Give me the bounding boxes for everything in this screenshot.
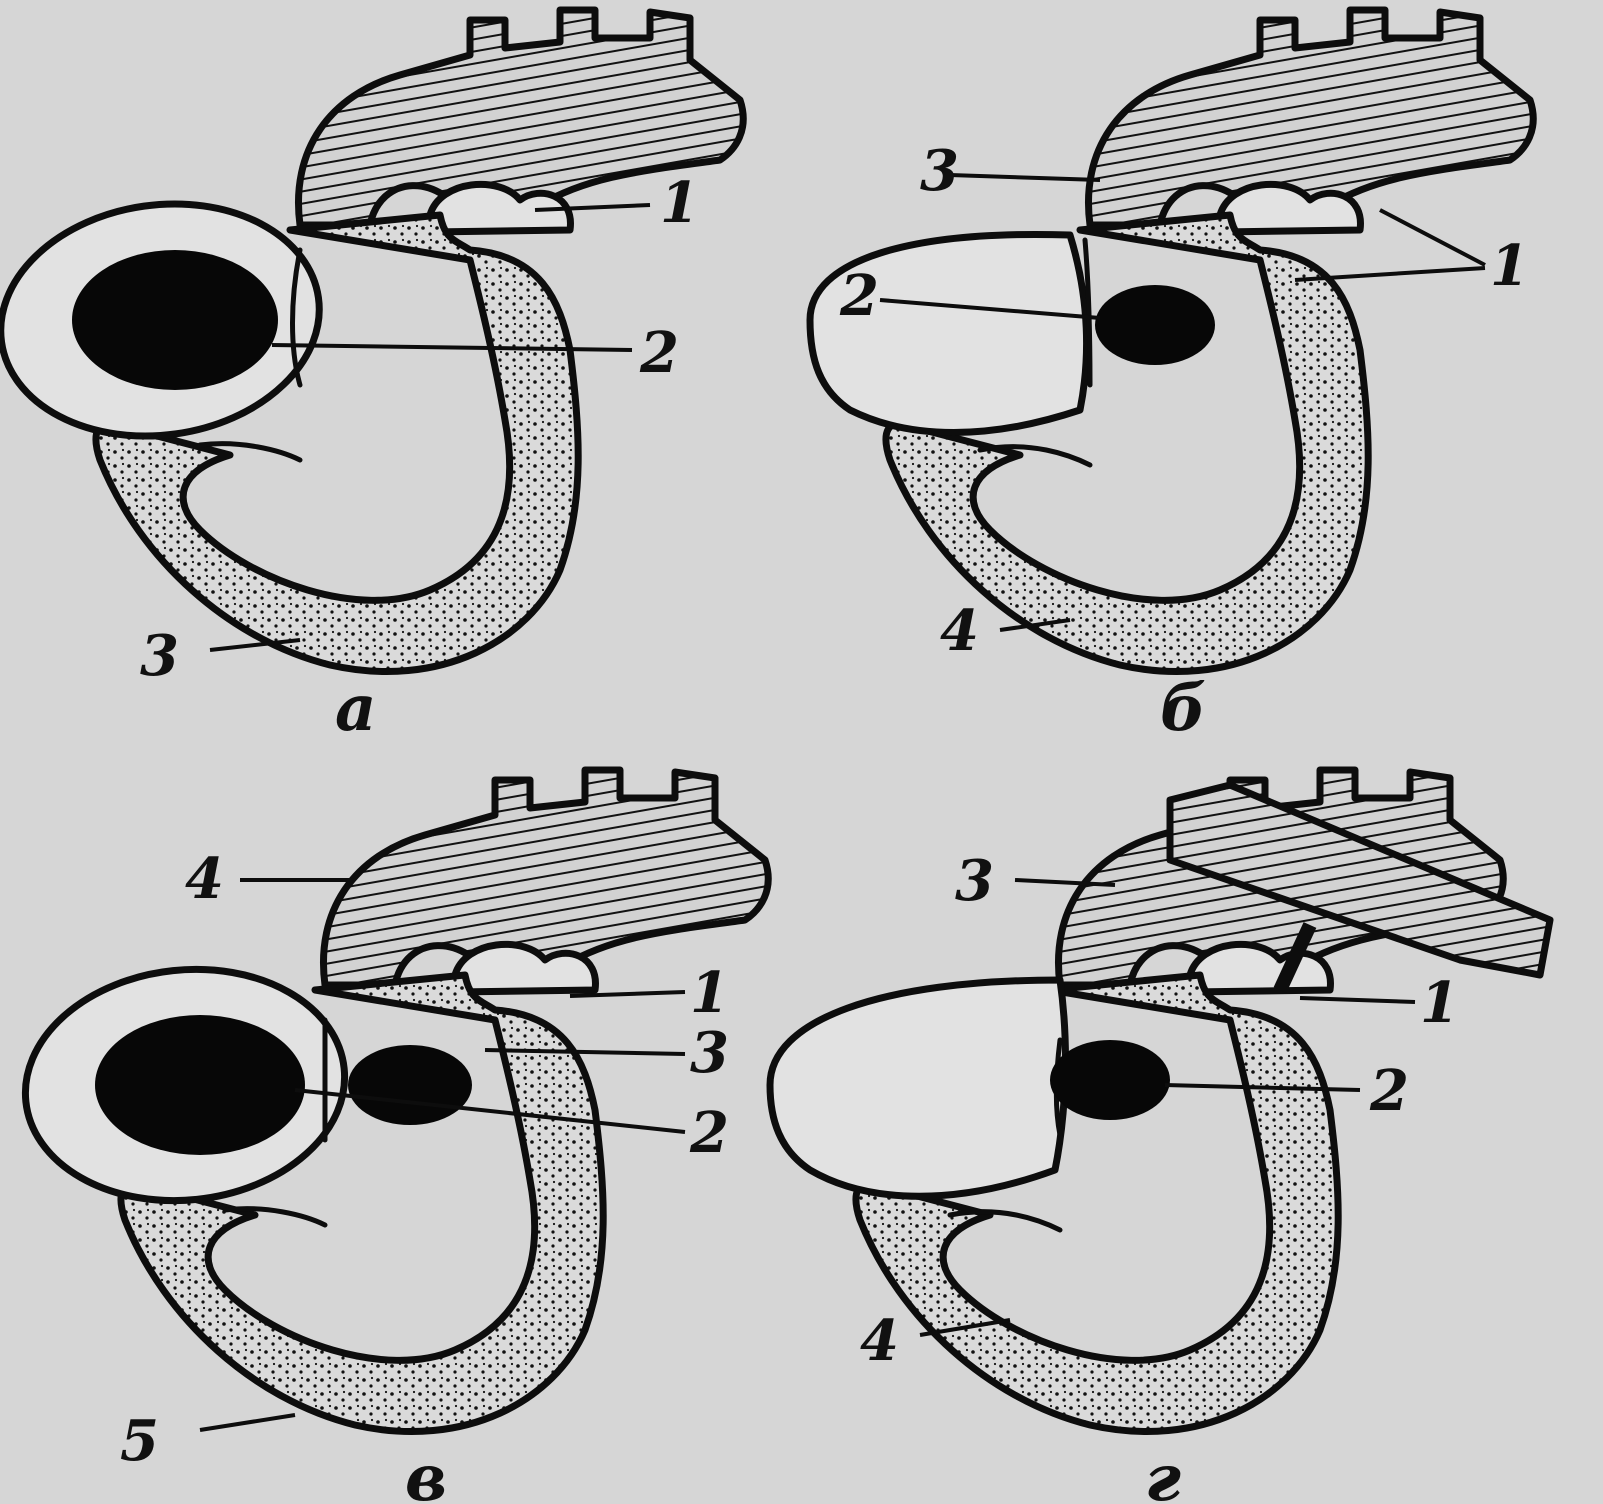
- septal-defect-a: [72, 250, 278, 390]
- label-d-3: 3: [955, 848, 994, 914]
- label-b-3: 3: [920, 138, 959, 204]
- label-b-4: 4: [940, 598, 979, 664]
- label-d-4: 4: [860, 1308, 899, 1374]
- label-c-4: 4: [185, 846, 224, 912]
- label-c-2: 2: [689, 1100, 729, 1166]
- panel-a: 1 2 3 а: [0, 10, 743, 746]
- panel-b: 3 1 2 4 б: [810, 10, 1533, 746]
- septal-defect-d: [1050, 1040, 1170, 1120]
- caption-d: г: [1145, 1441, 1181, 1504]
- panel-c: 4 1 3 2 5 в: [14, 770, 768, 1504]
- caption-a: а: [335, 671, 376, 746]
- septal-defect-c-ventricular: [348, 1045, 472, 1125]
- label-b-2: 2: [839, 263, 879, 329]
- label-d-2: 2: [1369, 1058, 1409, 1124]
- panel-d: 3 1 2 4 г: [770, 770, 1550, 1504]
- label-b-1: 1: [1490, 233, 1529, 299]
- septal-defect-b: [1095, 285, 1215, 365]
- label-d-1: 1: [1420, 970, 1459, 1036]
- caption-b: б: [1160, 671, 1206, 746]
- septal-defect-c-atrial: [95, 1015, 305, 1155]
- label-c-3: 3: [690, 1020, 729, 1086]
- label-c-5: 5: [120, 1408, 159, 1474]
- label-a-1: 1: [660, 170, 699, 236]
- atrium-d: [770, 980, 1065, 1196]
- label-a-2: 2: [639, 320, 679, 386]
- label-c-1: 1: [690, 960, 729, 1026]
- label-a-3: 3: [140, 623, 179, 689]
- caption-c: в: [405, 1441, 447, 1504]
